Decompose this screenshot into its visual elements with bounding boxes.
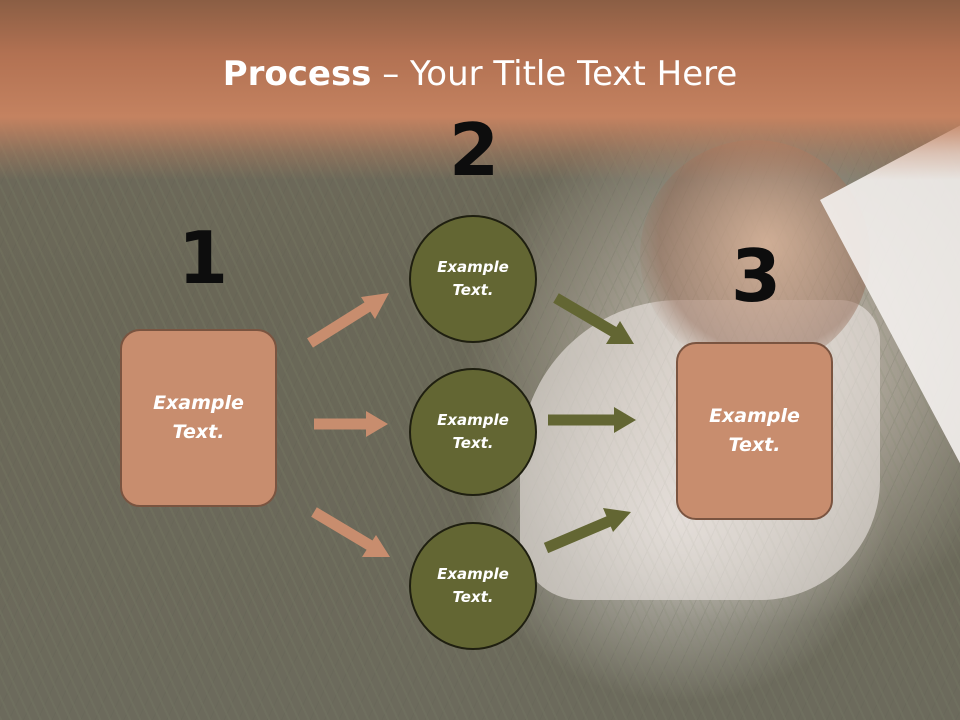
arrow-1-to-circle-3 [311, 507, 390, 557]
step-1-box: Example Text. [120, 329, 277, 507]
step-3-box: Example Text. [676, 342, 833, 520]
step-2-circle-1-text: Example Text. [437, 258, 509, 299]
slide-title: Process – Your Title Text Here [0, 52, 960, 96]
title-rest: – Your Title Text Here [371, 54, 738, 94]
step-1-text: Example Text. [153, 392, 244, 443]
arrow-1-to-circle-2 [314, 411, 388, 437]
arrow-circle-1-to-3 [553, 293, 634, 344]
arrow-circle-2-to-3 [548, 407, 636, 433]
step-2-circle-3: Example Text. [409, 522, 537, 650]
title-band [0, 0, 960, 180]
step-2-circle-2-text: Example Text. [437, 411, 509, 452]
title-bold: Process [222, 54, 372, 94]
step-1-number: 1 [178, 216, 229, 300]
arrow-circle-3-to-3 [543, 508, 631, 554]
step-2-number: 2 [449, 108, 500, 192]
step-2-circle-1: Example Text. [409, 215, 537, 343]
step-3-number: 3 [731, 234, 782, 318]
step-2-circle-3-text: Example Text. [437, 565, 509, 606]
step-3-text: Example Text. [709, 405, 800, 456]
arrow-1-to-circle-1 [307, 293, 389, 348]
step-2-circle-2: Example Text. [409, 368, 537, 496]
